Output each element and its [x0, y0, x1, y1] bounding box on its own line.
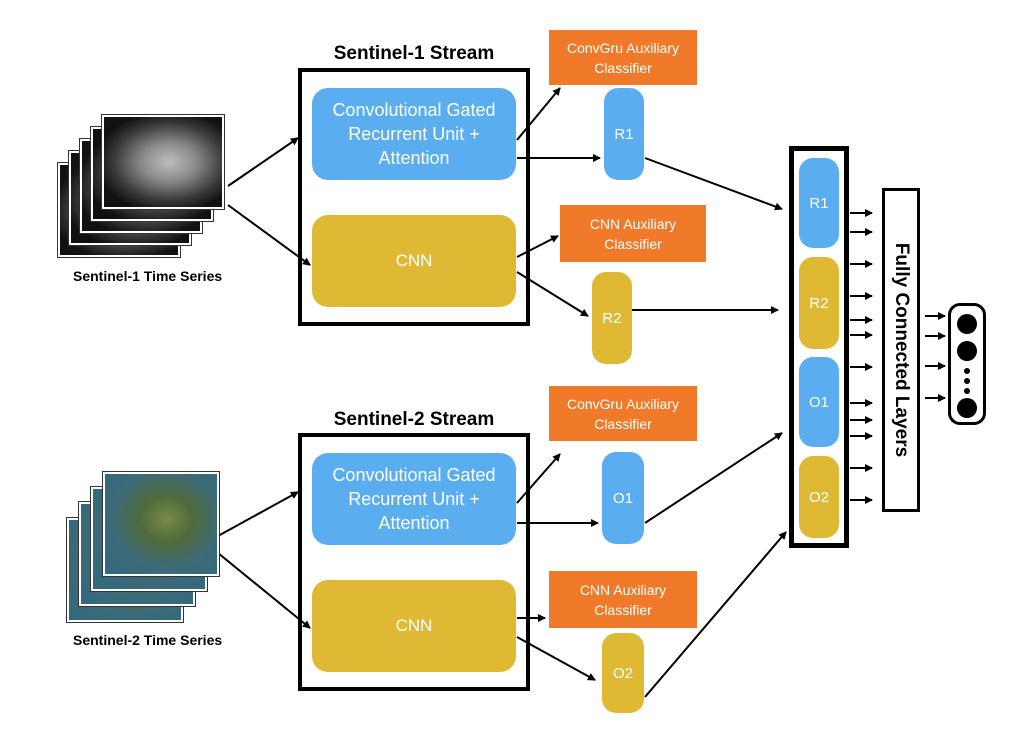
s1-cnn-block: CNN [312, 215, 516, 307]
arrow-s2-input-to-rnn [217, 491, 299, 537]
s2-cnn-block: CNN [312, 580, 516, 672]
arrow-o2-to-concat [644, 531, 787, 698]
s2-series-label: Sentinel-2 Time Series [73, 632, 223, 648]
concat-to-fc-arrows [850, 209, 873, 504]
s2-image-stack [67, 472, 219, 622]
output-node-2 [957, 341, 977, 361]
arrow-s1-rnn-to-aux [516, 87, 561, 141]
s1-series-label: Sentinel-1 Time Series [73, 268, 223, 284]
fully-connected-label: Fully Connected Layers [891, 242, 912, 458]
o2-output: O2 [602, 633, 644, 713]
s1-stream-title: Sentinel-1 Stream [333, 43, 495, 64]
s2-stream-title: Sentinel-2 Stream [333, 409, 495, 430]
concat-r2: R2 [799, 257, 839, 349]
arrow-s1-cnn-to-aux [516, 235, 559, 258]
arrow-o1-to-concat [644, 432, 783, 524]
s2-cnn-aux-classifier: CNN Auxiliary Classifier [549, 571, 697, 628]
output-ellipsis-dot-1 [964, 368, 970, 374]
arrow-s2-rnn-to-aux [516, 453, 561, 504]
output-node-last [957, 398, 977, 418]
output-ellipsis-dot-2 [964, 378, 970, 384]
fully-connected-box: Fully Connected Layers [882, 188, 920, 512]
arrow-r1-to-concat [644, 157, 783, 211]
arrow-s1-input-to-cnn [227, 204, 311, 266]
arrow-s1-input-to-rnn [227, 137, 299, 187]
s1-frame-1 [102, 115, 224, 209]
fc-to-output-arrows [925, 312, 946, 402]
s2-convgru-block: Convolutional Gated Recurrent Unit + Att… [312, 453, 516, 545]
s1-convgru-aux-classifier: ConvGru Auxiliary Classifier [549, 30, 697, 85]
s2-stream-box [298, 433, 530, 691]
concat-o1: O1 [799, 357, 839, 447]
arrow-s2-input-to-cnn [217, 552, 311, 629]
s2-convgru-aux-classifier: ConvGru Auxiliary Classifier [549, 386, 697, 441]
output-nodes-box [948, 303, 986, 425]
s2-frame-1 [103, 472, 219, 576]
s1-stream-box [298, 68, 530, 326]
concat-o2: O2 [799, 456, 839, 538]
s1-convgru-block: Convolutional Gated Recurrent Unit + Att… [312, 88, 516, 180]
output-ellipsis-dot-3 [964, 388, 970, 394]
o1-output: O1 [602, 452, 644, 544]
output-node-1 [957, 314, 977, 334]
r1-output: R1 [604, 88, 644, 180]
arrow-s2-cnn-to-o2 [516, 636, 596, 681]
s1-image-stack [58, 115, 224, 257]
s1-cnn-aux-classifier: CNN Auxiliary Classifier [560, 205, 706, 262]
concat-r1: R1 [799, 158, 839, 248]
r2-output: R2 [592, 272, 632, 364]
